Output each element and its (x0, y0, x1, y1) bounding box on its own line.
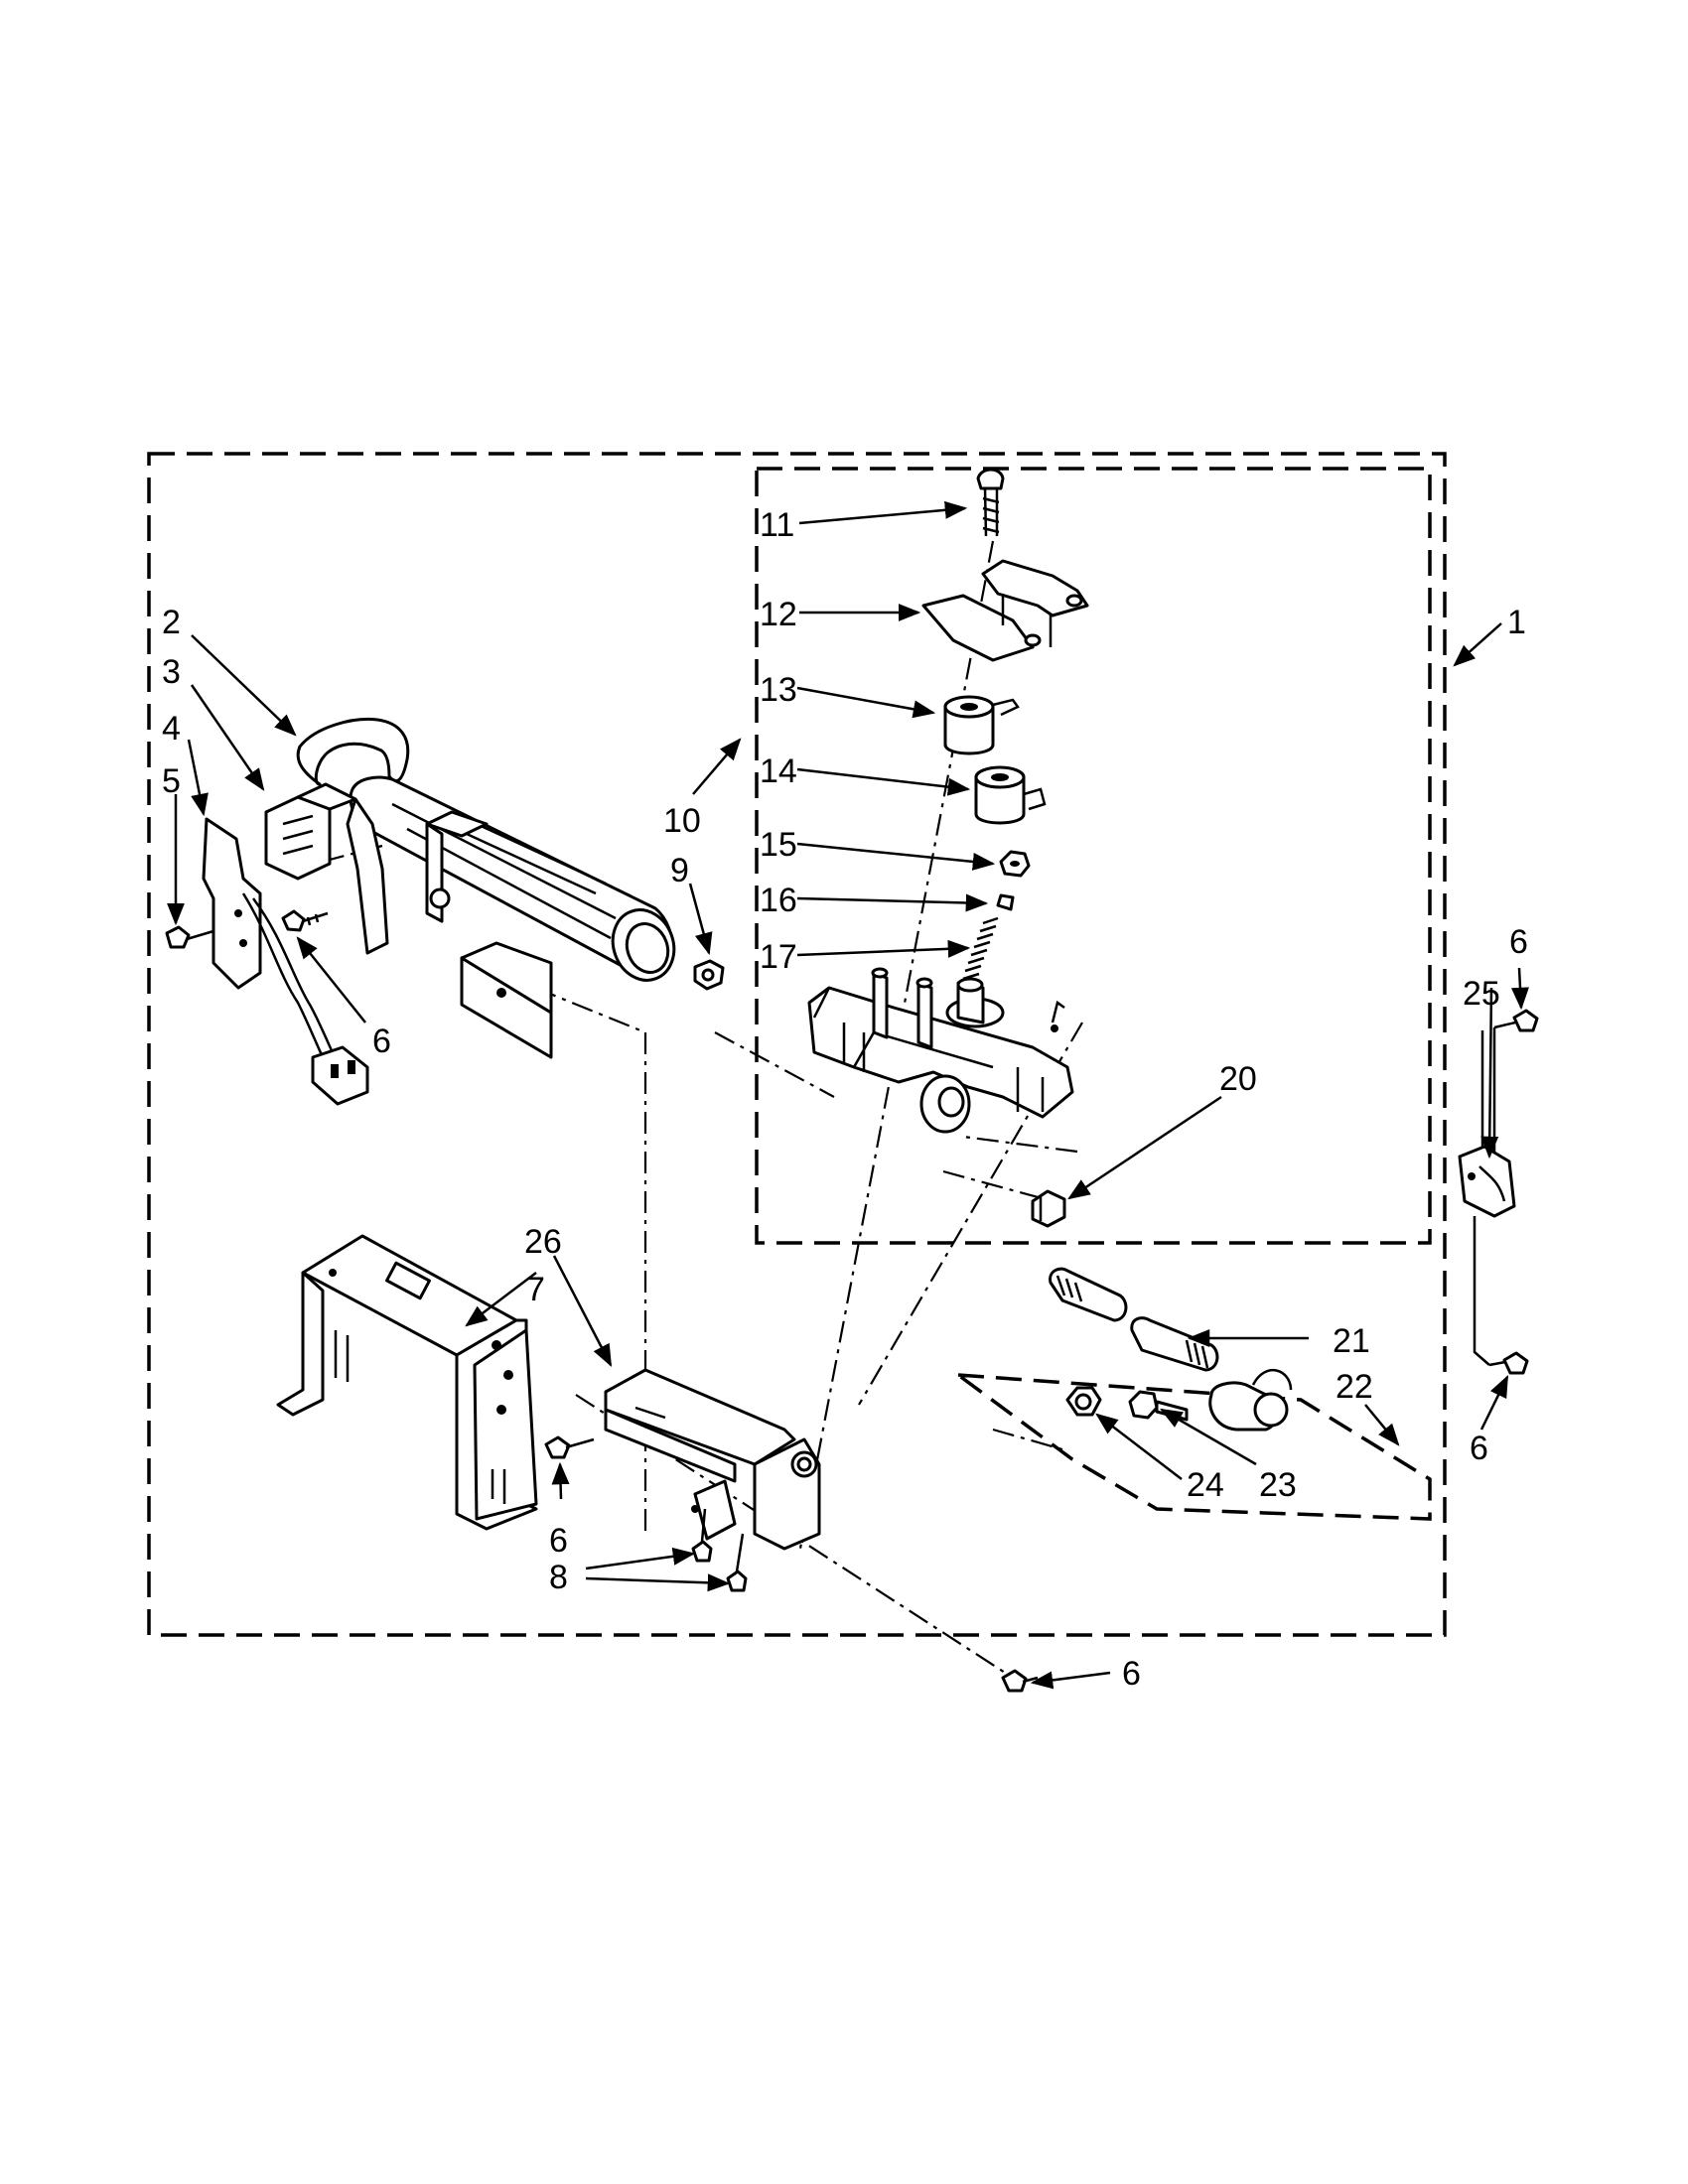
callout-5: 5 (162, 762, 181, 800)
callout-10: 10 (663, 802, 701, 840)
orifice-kit-frame (956, 1373, 1432, 1521)
nut-9 (693, 959, 725, 991)
burner-bracket-7 (604, 1368, 821, 1551)
part-16 (996, 893, 1015, 911)
callout-16: 16 (760, 882, 797, 919)
callout-9: 9 (670, 852, 689, 889)
igniter-bracket-3 (264, 782, 389, 955)
callout-13: 13 (760, 671, 797, 709)
callout-6-right-bottom: 6 (1470, 1430, 1488, 1467)
screw-6-lower (691, 1508, 713, 1563)
callout-22: 22 (1336, 1368, 1373, 1406)
screw-6-bottom (1001, 1669, 1039, 1693)
callout-1: 1 (1507, 604, 1526, 641)
callout-2: 2 (162, 604, 181, 641)
screw-5 (165, 925, 214, 949)
fitting-20 (1031, 1189, 1066, 1228)
screw-6-right-top (1493, 1009, 1539, 1032)
mounting-bracket-26 (276, 1234, 538, 1531)
orifice-fitting (1208, 1368, 1293, 1432)
burner-shield-plate (460, 941, 553, 1059)
nipple-21 (1130, 1316, 1219, 1372)
gas-valve-10 (807, 967, 1074, 1134)
callout-23: 23 (1259, 1466, 1297, 1504)
callout-6-igniter: 6 (372, 1023, 391, 1060)
bracket-12 (921, 559, 1089, 662)
callout-labels: 1 2 3 4 5 6 9 10 11 12 13 14 15 16 17 20… (162, 506, 1528, 1693)
spring-17 (962, 916, 999, 981)
leader-lines (167, 500, 1529, 1690)
nut-24 (1065, 1386, 1102, 1417)
clip-25 (1458, 1027, 1516, 1366)
screws (165, 468, 1539, 1693)
callout-4: 4 (162, 710, 181, 748)
callout-6-right-top: 6 (1509, 923, 1528, 961)
callout-25: 25 (1463, 975, 1500, 1013)
callout-8: 8 (549, 1559, 568, 1596)
callout-24: 24 (1187, 1466, 1224, 1504)
screw-8 (726, 1533, 748, 1592)
screw-6-bracket (544, 1435, 595, 1459)
callout-14: 14 (760, 752, 797, 790)
callout-6-bracket: 6 (549, 1522, 568, 1560)
callout-17: 17 (760, 938, 797, 976)
callout-20: 20 (1219, 1060, 1257, 1098)
coil-13 (943, 695, 1020, 755)
nipple-upper (1049, 1267, 1128, 1322)
callout-7: 7 (526, 1271, 545, 1308)
coil-14 (974, 765, 1047, 825)
igniter-4 (202, 817, 369, 1106)
orifice-23 (1128, 1390, 1189, 1422)
callout-6-bottom: 6 (1122, 1655, 1141, 1693)
burner-tube-2 (296, 717, 676, 982)
callout-12: 12 (760, 596, 797, 633)
outer-assembly-frame (147, 452, 1447, 1637)
callout-26: 26 (524, 1223, 562, 1261)
part-15 (999, 850, 1031, 878)
screw-6-right-bottom (1488, 1351, 1529, 1375)
screw-11 (976, 468, 1005, 537)
callout-15: 15 (760, 826, 797, 864)
callout-21: 21 (1333, 1322, 1370, 1360)
valve-assembly-frame (755, 467, 1432, 1245)
screw-6-igniter (281, 909, 329, 932)
callout-3: 3 (162, 653, 181, 691)
callout-11: 11 (760, 506, 794, 544)
